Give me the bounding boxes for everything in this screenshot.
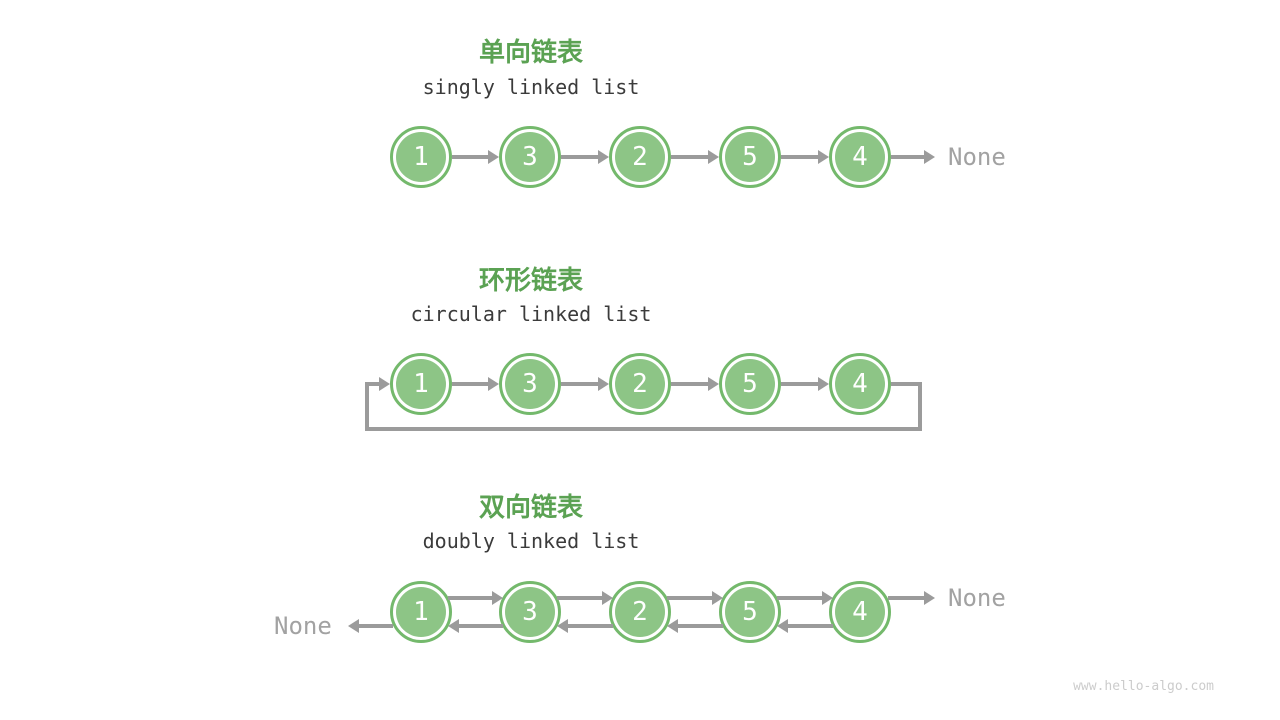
next-pointer-arrow-icon (448, 596, 493, 600)
none-label: None (274, 612, 332, 640)
list-node: 3 (499, 126, 561, 188)
none-label: None (948, 584, 1006, 612)
list-node: 4 (829, 353, 891, 415)
next-pointer-arrow-icon (667, 596, 713, 600)
next-pointer-arrow-icon (671, 382, 709, 386)
list-node: 2 (609, 126, 671, 188)
next-pointer-arrow-icon (781, 382, 819, 386)
section-subtitle: circular linked list (410, 302, 652, 326)
node-value: 2 (615, 587, 665, 637)
node-value: 1 (396, 587, 446, 637)
node-value: 4 (835, 587, 885, 637)
list-node: 5 (719, 353, 781, 415)
loop-pointer-arrow-icon (369, 382, 380, 386)
loop-line-segment (365, 427, 922, 431)
next-pointer-arrow-icon (452, 382, 489, 386)
section-title: 双向链表 (478, 492, 583, 522)
next-pointer-arrow-icon (891, 155, 925, 159)
next-pointer-arrow-icon (777, 596, 823, 600)
list-node: 4 (829, 126, 891, 188)
list-node: 1 (390, 353, 452, 415)
site-watermark: www.hello-algo.com (1073, 679, 1214, 694)
node-value: 1 (396, 132, 446, 182)
list-node: 3 (499, 581, 561, 643)
next-pointer-arrow-icon (561, 155, 599, 159)
list-node: 5 (719, 126, 781, 188)
section-title: 环形链表 (478, 265, 583, 295)
section-subtitle: doubly linked list (422, 529, 640, 553)
next-pointer-arrow-icon (561, 382, 599, 386)
next-pointer-arrow-icon (781, 155, 819, 159)
node-value: 3 (505, 132, 555, 182)
next-pointer-arrow-icon (888, 596, 925, 600)
prev-pointer-arrow-icon (458, 624, 503, 628)
section-title: 单向链表 (478, 37, 583, 67)
node-value: 3 (505, 359, 555, 409)
node-value: 4 (835, 132, 885, 182)
list-node: 1 (390, 581, 452, 643)
node-value: 5 (725, 587, 775, 637)
list-node: 1 (390, 126, 452, 188)
node-value: 5 (725, 359, 775, 409)
loop-line-segment (918, 382, 922, 431)
node-value: 1 (396, 359, 446, 409)
list-node: 2 (609, 581, 671, 643)
section-subtitle: singly linked list (422, 75, 640, 99)
next-pointer-arrow-icon (671, 155, 709, 159)
node-value: 2 (615, 359, 665, 409)
loop-line-segment (365, 382, 369, 431)
none-label: None (948, 143, 1006, 171)
next-pointer-arrow-icon (452, 155, 489, 159)
node-value: 2 (615, 132, 665, 182)
list-node: 3 (499, 353, 561, 415)
list-node: 5 (719, 581, 781, 643)
node-value: 5 (725, 132, 775, 182)
list-node: 2 (609, 353, 671, 415)
prev-pointer-arrow-icon (567, 624, 613, 628)
node-value: 3 (505, 587, 555, 637)
next-pointer-arrow-icon (557, 596, 603, 600)
loop-line-segment (891, 382, 922, 386)
prev-pointer-arrow-icon (358, 624, 393, 628)
node-value: 4 (835, 359, 885, 409)
list-node: 4 (829, 581, 891, 643)
prev-pointer-arrow-icon (787, 624, 833, 628)
prev-pointer-arrow-icon (677, 624, 723, 628)
